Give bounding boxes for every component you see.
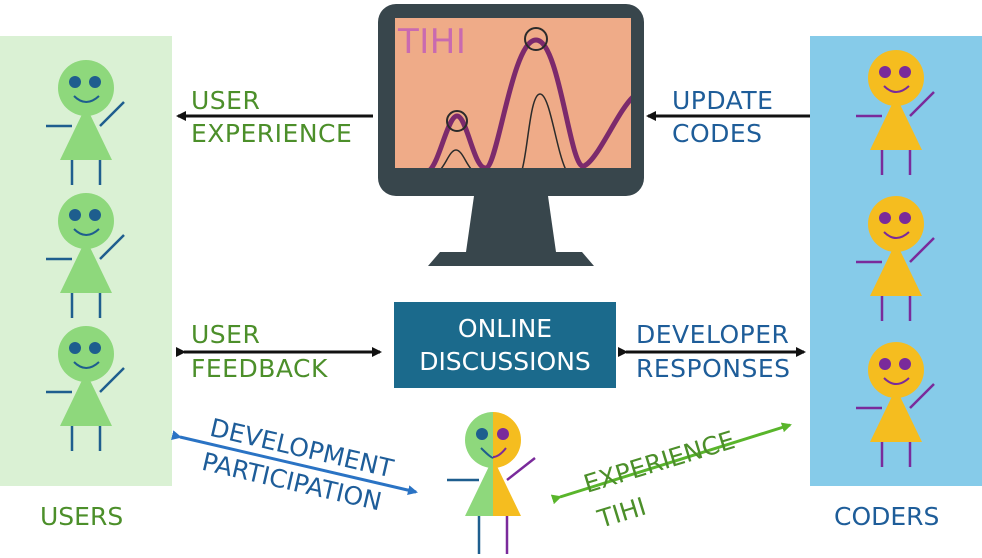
monitor-screen [395, 18, 631, 168]
coders-title: CODERS [834, 502, 940, 531]
screen-curves [428, 27, 631, 168]
screen-title: TIHI [398, 22, 467, 62]
arrow-icon-experience-tihi [550, 422, 792, 505]
label-developer-responses-line1: DEVELOPER [636, 320, 790, 349]
user-figure-icon [46, 60, 125, 185]
label-update-codes-line2: CODES [672, 119, 763, 148]
online-discussions-line1: ONLINE [457, 314, 553, 343]
online-discussions-box: ONLINE DISCUSSIONS [394, 302, 616, 388]
user-figure-icon-3 [46, 326, 125, 451]
monitor-icon [378, 4, 644, 266]
label-user-feedback-line2: FEEDBACK [191, 354, 328, 383]
user-figure-icon-2 [46, 193, 125, 318]
coder-figure-icon [856, 50, 935, 175]
users-title: USERS [40, 502, 124, 531]
label-user-feedback-line1: USER [191, 320, 261, 349]
label-user-experience-line1: USER [191, 86, 261, 115]
arrow-icon-development-participation [171, 430, 418, 496]
coder-figure-icon-3 [856, 342, 935, 467]
monitor-neck [466, 196, 556, 252]
online-discussions-line2: DISCUSSIONS [419, 347, 591, 376]
label-user-experience-line2: EXPERIENCE [191, 119, 353, 148]
label-update-codes-line1: UPDATE [672, 86, 774, 115]
label-developer-responses-line2: RESPONSES [636, 354, 791, 383]
monitor-stand [428, 252, 594, 266]
coder-figure-icon-2 [856, 196, 935, 321]
hybrid-figure-icon [447, 412, 536, 554]
